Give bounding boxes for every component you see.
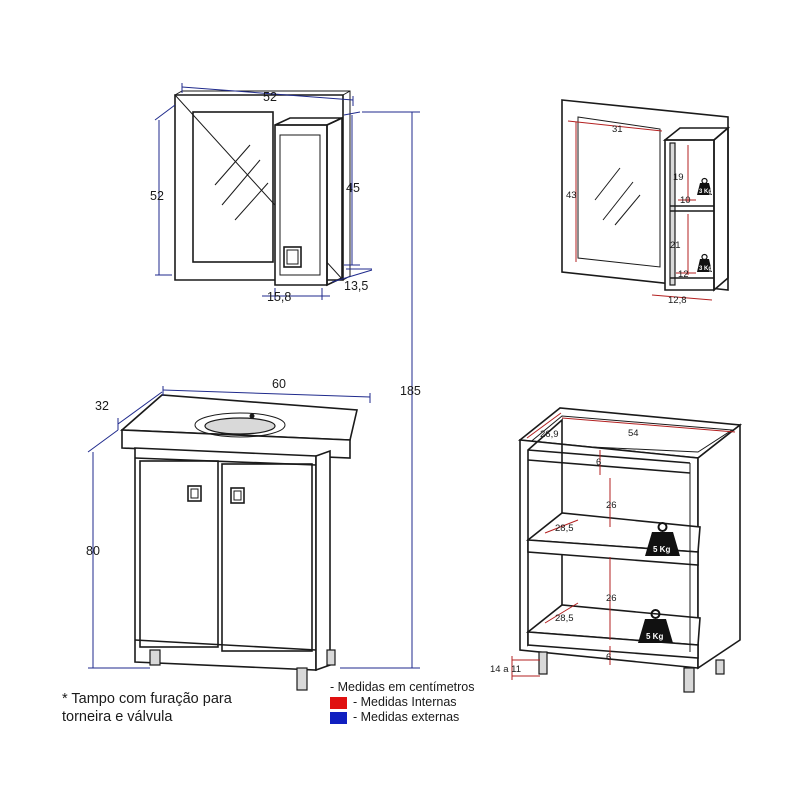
- dim-vanity-depth: 32: [95, 399, 109, 413]
- dim-mirror-height: 52: [150, 189, 164, 203]
- dim-cabinet-width: 15,8: [267, 290, 291, 304]
- footnote-line-2: torneira e válvula: [62, 709, 173, 725]
- dim-mirror-width: 52: [263, 90, 277, 104]
- dim-vanity-width: 60: [272, 377, 286, 391]
- dim-interior-lower-shelf-depth: 28,5: [555, 613, 574, 624]
- vanity-front-view: 60 32 80: [86, 377, 371, 691]
- vanity-foot: [149, 649, 161, 666]
- dim-shelf-height-top: 19: [673, 172, 684, 183]
- mirror-cabinet-interior-view: 3 Kg 3 Kg 31 43 19 10 21 12 12,8: [561, 99, 731, 306]
- weight-label-lower: 5 Kg: [646, 632, 663, 641]
- weight-icon-lower: [638, 619, 673, 643]
- cabinet-handle: [283, 246, 302, 268]
- vanity-interior-foot: [683, 667, 695, 693]
- dim-feet-height: 14 a 11: [490, 664, 521, 675]
- total-height-dimension: 185: [340, 111, 421, 669]
- dim-vanity-height: 80: [86, 544, 100, 558]
- dim-interior-mirror-width: 31: [612, 124, 623, 135]
- legend-title: - Medidas em centímetros: [330, 680, 475, 694]
- vanity-interior-view: 5 Kg 5 Kg 26,9 54 6 26 28,5 26 28,5 6 14…: [490, 407, 743, 693]
- dim-shelf-depth-top: 10: [680, 195, 691, 206]
- footnote: * Tampo com furação para torneira e válv…: [62, 690, 302, 726]
- footnote-line-1: * Tampo com furação para: [62, 691, 232, 707]
- dim-interior-top-gap: 6: [596, 457, 601, 468]
- vanity-foot: [296, 667, 308, 691]
- weight-label-upper: 5 Kg: [653, 545, 670, 554]
- dim-cabinet-height: 45: [346, 181, 360, 195]
- vanity-handle-right: [230, 487, 245, 504]
- vanity-interior-foot: [538, 651, 548, 675]
- mirror-cabinet-front-view: 52 52 45 15,8 13,5: [150, 83, 373, 304]
- dim-interior-cabinet-width: 12,8: [668, 295, 687, 306]
- dim-cabinet-depth: 13,5: [344, 279, 368, 293]
- dim-interior-lower-height: 26: [606, 593, 617, 604]
- weight-label-top: 3 Kg: [699, 189, 712, 195]
- legend-external: - Medidas externas: [330, 710, 475, 725]
- weight-icon-upper: [645, 532, 680, 556]
- legend-internal: - Medidas Internas: [330, 695, 475, 710]
- weight-label-bottom: 3 Kg: [699, 266, 712, 272]
- legend: - Medidas em centímetros - Medidas Inter…: [330, 680, 475, 725]
- legend-swatch-internal: [330, 696, 347, 709]
- dim-total-height: 185: [400, 384, 421, 398]
- dim-interior-mirror-height: 43: [566, 190, 577, 201]
- dim-shelf-height-bottom: 21: [670, 240, 681, 251]
- weight-icon-bottom: [697, 259, 712, 272]
- dim-interior-bottom-gap: 6: [606, 652, 611, 663]
- dim-interior-upper-shelf-depth: 28,5: [555, 523, 574, 534]
- mirror-panel: [192, 111, 274, 263]
- vanity-handle-left: [187, 485, 202, 502]
- weight-icon-top: [697, 183, 712, 195]
- dim-interior-width: 54: [628, 428, 639, 439]
- vanity-interior-foot: [715, 659, 725, 675]
- vanity-foot: [326, 649, 336, 666]
- legend-swatch-external: [330, 711, 347, 724]
- dim-interior-upper-height: 26: [606, 500, 617, 511]
- dim-interior-depth: 26,9: [540, 429, 559, 440]
- dim-shelf-depth-bottom: 12: [678, 269, 689, 280]
